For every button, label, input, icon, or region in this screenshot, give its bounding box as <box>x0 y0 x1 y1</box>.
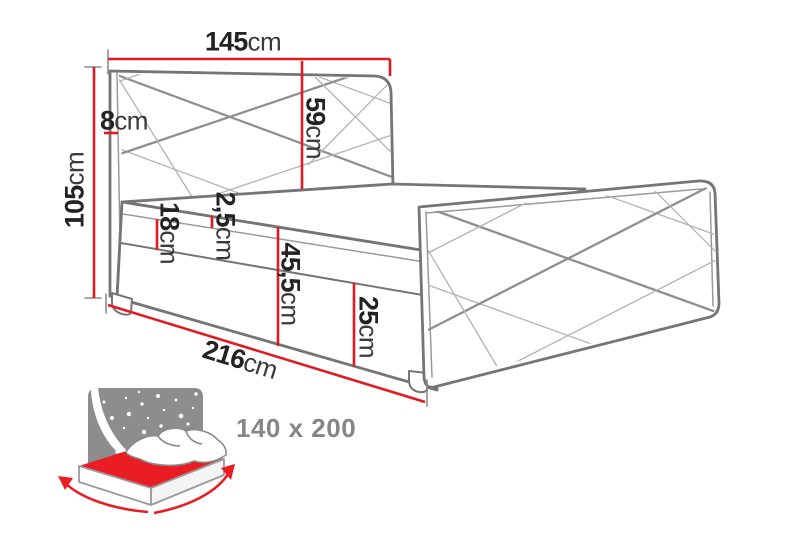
bed-size-icon <box>58 388 235 515</box>
dim-label-headboard: 59cm <box>300 96 331 160</box>
duvet-icon <box>125 427 227 467</box>
bed-base-icon <box>78 458 225 506</box>
dimension-lines <box>84 49 428 407</box>
dim-label-mattress: 18cm <box>154 201 185 265</box>
headboard <box>108 69 395 300</box>
size-arrows-icon <box>58 464 235 515</box>
dim-label-topper: 2,5cm <box>210 191 241 261</box>
footboard <box>408 179 721 394</box>
size-badge: 140 x 200 <box>236 413 357 443</box>
dim-label-frame: 8cm <box>100 105 148 136</box>
dim-label-total-width: 145cm <box>204 26 282 57</box>
dim-label-side: 45,5cm <box>275 242 306 326</box>
dim-line-total-length <box>107 303 426 404</box>
dim-label-base: 25cm <box>353 295 384 359</box>
dim-label-total-height: 105cm <box>59 151 90 229</box>
